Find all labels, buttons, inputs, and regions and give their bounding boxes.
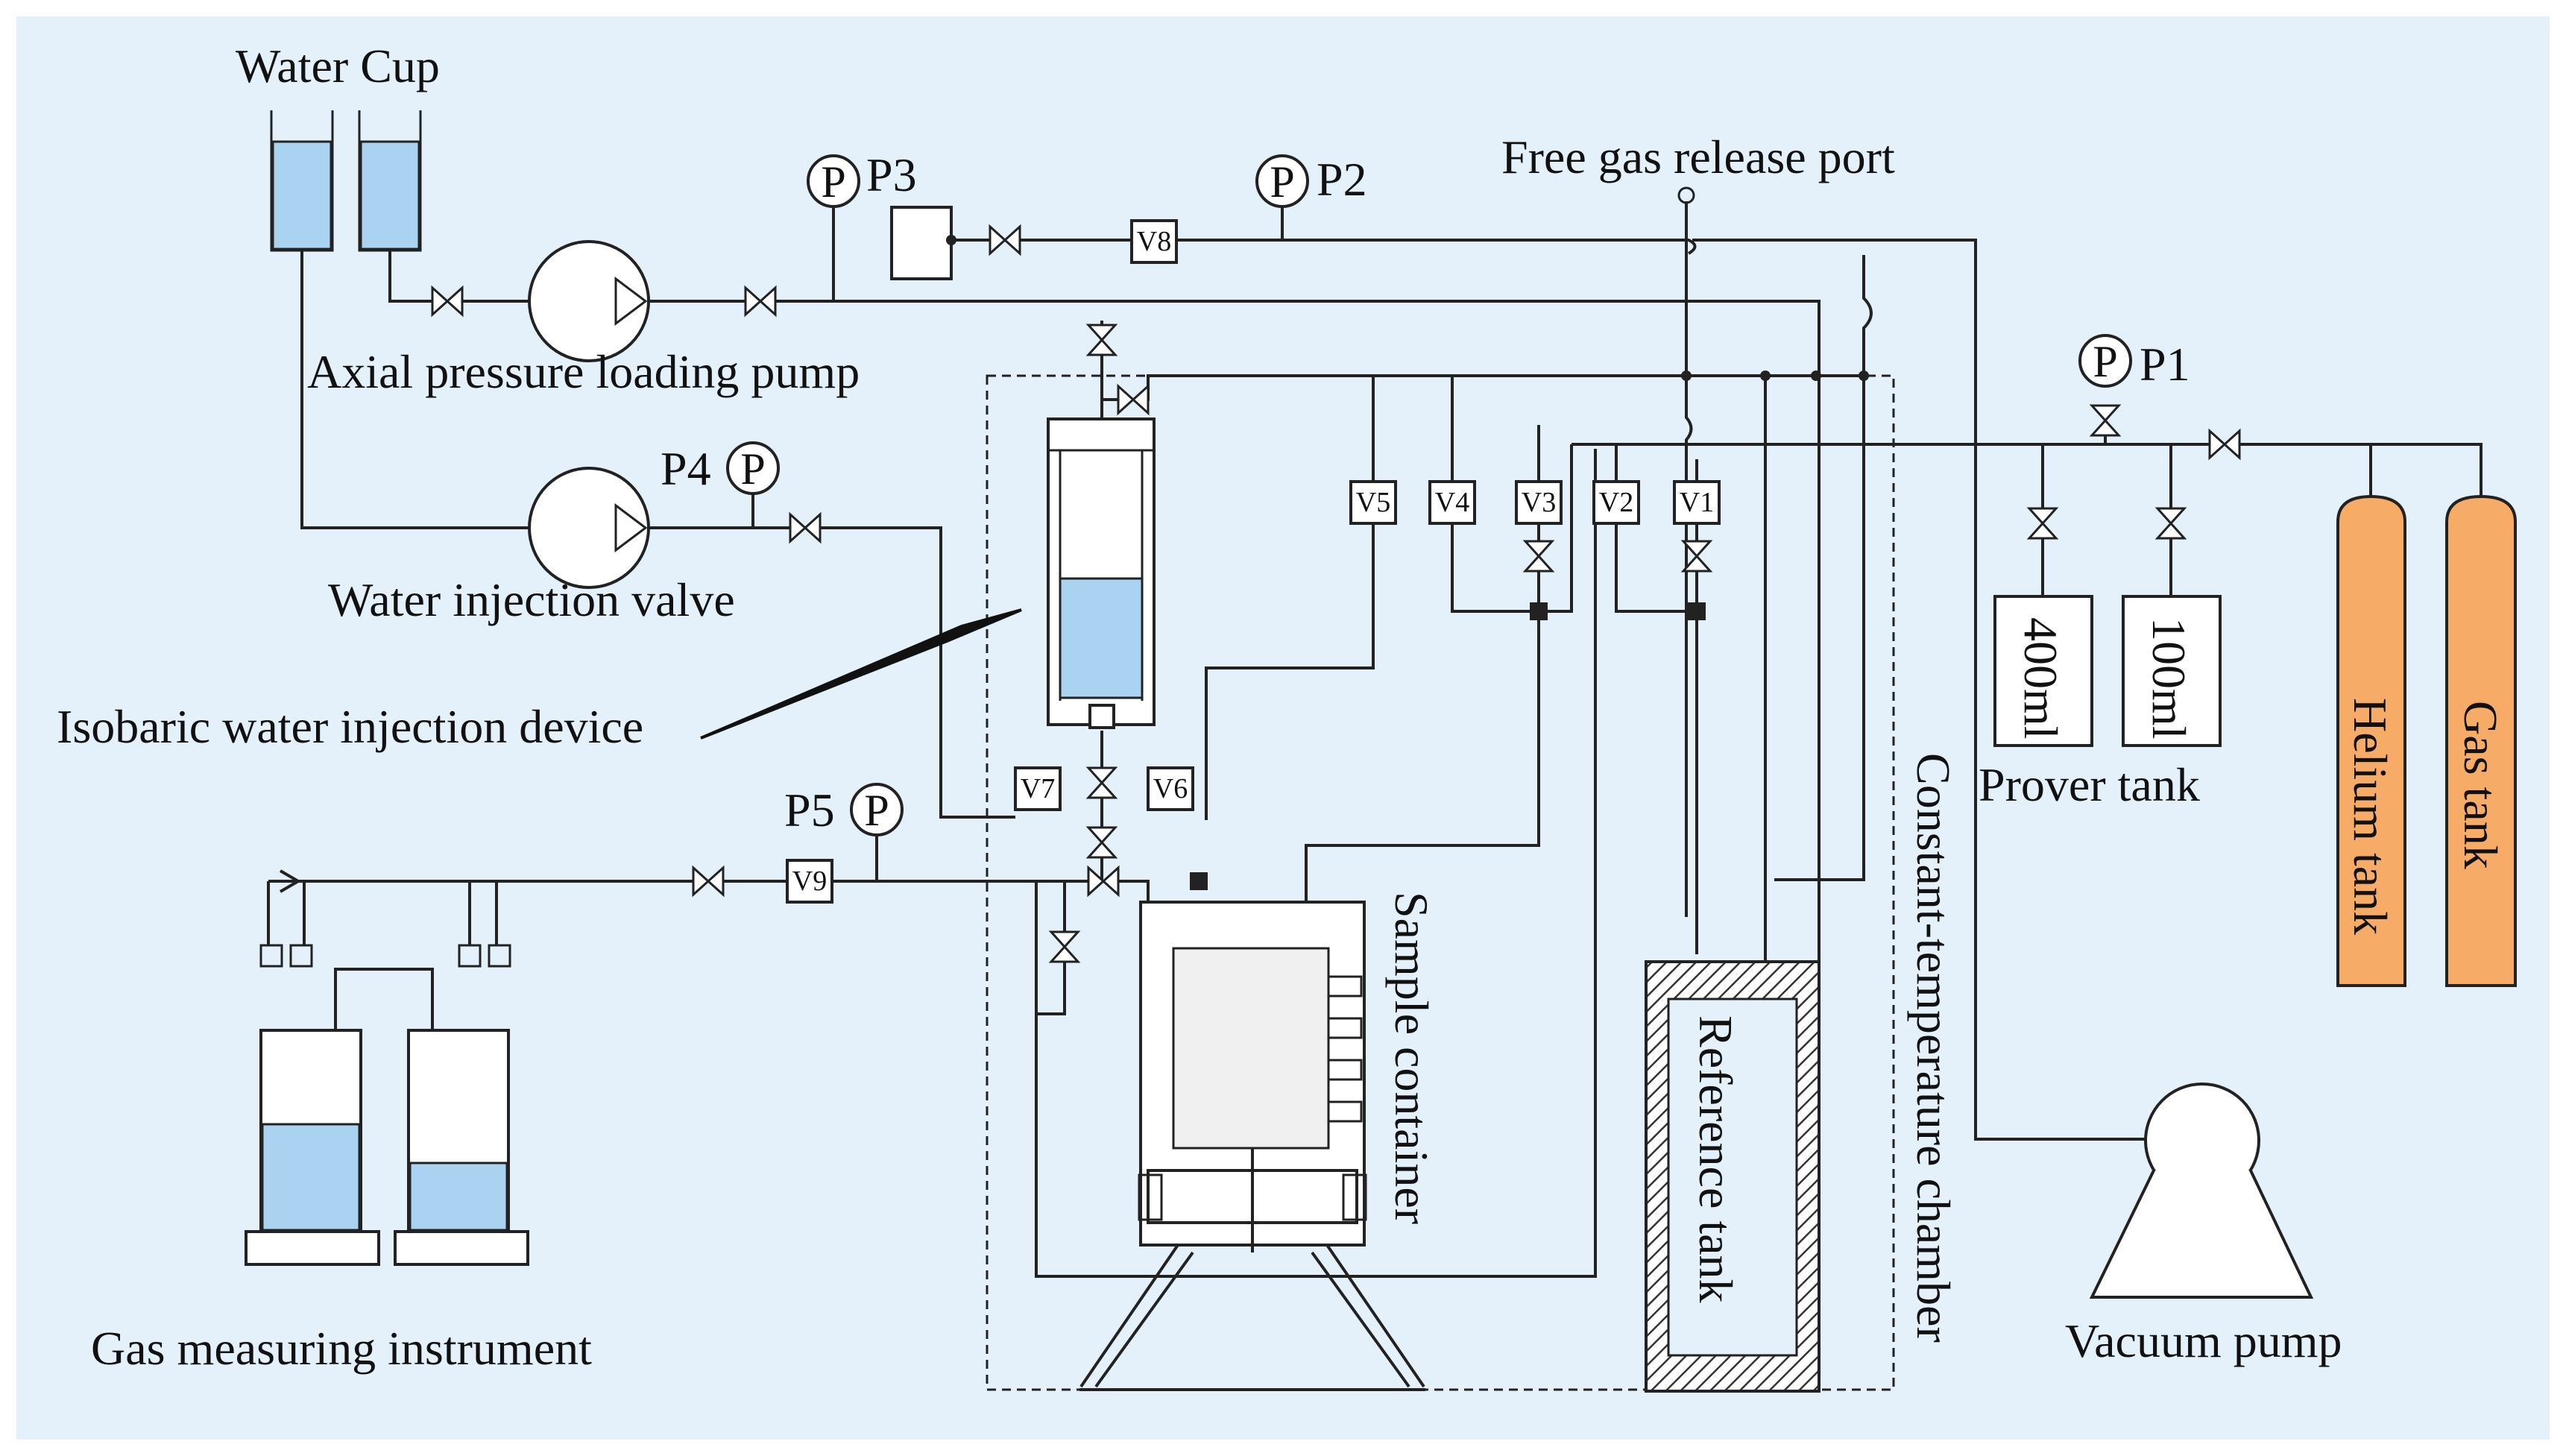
valve-v9: V9 (786, 859, 833, 904)
water-injection-pump (528, 467, 650, 589)
valve-v4: V4 (1428, 480, 1476, 525)
label-gas-measuring-instrument: Gas measuring instrument (91, 1322, 592, 1375)
gauge-label-p5: P5 (784, 784, 835, 836)
prover-tank-400ml: 400ml (1993, 595, 2093, 747)
pressure-gauge-p3: P (807, 154, 860, 208)
gauge-label-p3: P3 (866, 148, 917, 201)
svg-text:V2: V2 (1599, 487, 1633, 518)
gas-tank: Gas tank (2445, 494, 2517, 987)
label-isobaric-water-injection-device: Isobaric water injection device (57, 700, 643, 753)
valve-v3: V3 (1515, 480, 1563, 525)
pressure-gauge-p1: P (2078, 334, 2132, 388)
isobaric-water-injection-device (1047, 417, 1156, 729)
svg-text:V8: V8 (1137, 226, 1171, 257)
gauge-symbol: P (821, 157, 845, 207)
p3-reservoir-box (890, 206, 953, 280)
vacuum-pump (2089, 1082, 2314, 1299)
helium-tank: Helium tank (2336, 494, 2406, 987)
label-vacuum-pump: Vacuum pump (2065, 1314, 2342, 1367)
label-free-gas-release-port: Free gas release port (1501, 130, 1895, 183)
svg-text:Helium tank: Helium tank (2344, 698, 2397, 935)
svg-text:V6: V6 (1153, 773, 1188, 804)
svg-text:P: P (864, 786, 889, 835)
gas-measuring-instrument (245, 869, 529, 1266)
svg-text:P: P (740, 444, 765, 494)
label-constant-temperature-chamber: Constant-temperature chamber (1907, 753, 1960, 1343)
svg-text:P: P (1270, 157, 1294, 207)
svg-text:Gas tank: Gas tank (2454, 701, 2507, 869)
svg-text:V4: V4 (1435, 487, 1469, 518)
svg-text:100ml: 100ml (2143, 617, 2195, 740)
axial-pressure-loading-pump (528, 240, 650, 362)
water-cups (270, 110, 422, 252)
svg-text:P: P (2093, 337, 2117, 386)
gauge-label-p4: P4 (661, 442, 711, 495)
valve-v6: V6 (1147, 766, 1194, 811)
valve-v2: V2 (1592, 480, 1640, 525)
valve-v7: V7 (1014, 766, 1062, 811)
valve-v1: V1 (1673, 480, 1721, 525)
label-water-cup: Water Cup (236, 40, 440, 92)
manual-valves (431, 224, 2241, 963)
svg-text:V3: V3 (1522, 487, 1556, 518)
valve-v5: V5 (1349, 480, 1397, 525)
reference-tank (1645, 960, 1821, 1393)
sample-container (1079, 901, 1425, 1391)
label-prover-tank: Prover tank (1979, 758, 2200, 811)
label-water-injection-valve: Water injection valve (328, 573, 735, 626)
pressure-gauge-p5: P (850, 783, 904, 836)
pressure-gauge-p4: P (726, 441, 780, 495)
free-gas-release-port-icon (1677, 186, 1695, 204)
pressure-gauge-p2: P (1255, 154, 1309, 208)
svg-text:V5: V5 (1356, 487, 1390, 518)
valve-v8: V8 (1130, 219, 1178, 264)
gauge-label-p2: P2 (1317, 153, 1367, 206)
prover-tank-100ml: 100ml (2122, 595, 2222, 747)
label-sample-container: Sample container (1385, 892, 1438, 1224)
label-reference-tank: Reference tank (1689, 1015, 1742, 1303)
gauge-label-p1: P1 (2140, 338, 2190, 391)
pipe-junctions (946, 235, 1869, 890)
svg-text:V7: V7 (1021, 773, 1055, 804)
svg-text:V1: V1 (1680, 487, 1714, 518)
svg-text:400ml: 400ml (2014, 617, 2067, 740)
label-axial-pressure-loading-pump: Axial pressure loading pump (307, 345, 860, 398)
svg-text:V9: V9 (792, 866, 827, 897)
device-pointer-arrow (700, 608, 1022, 740)
